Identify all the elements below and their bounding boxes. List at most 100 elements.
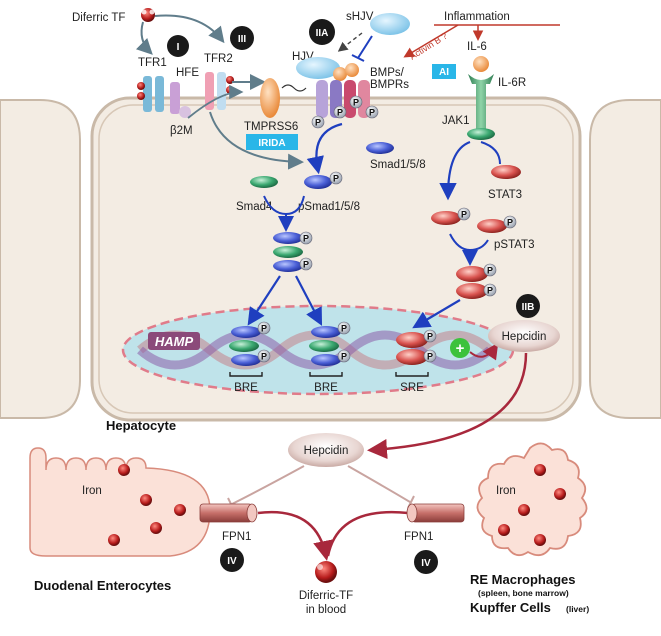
- re-macrophage: [476, 442, 588, 557]
- inhibition-fpn1-right: [347, 465, 415, 509]
- psmad158-protein: P: [304, 171, 343, 189]
- jak1-label: JAK1: [442, 115, 470, 127]
- psmad158-label: pSmad1/5/8: [298, 201, 360, 213]
- il6-label: IL-6: [467, 41, 487, 53]
- svg-text:P: P: [369, 108, 375, 118]
- hfe-label: HFE: [176, 67, 199, 79]
- tag-ai: AI: [432, 64, 456, 79]
- neighbor-cell-left: [0, 99, 81, 419]
- arrow-shjv-dashed: [337, 32, 363, 52]
- il6r-label: IL-6R: [498, 77, 526, 89]
- inhibition-fpn1-left: [227, 465, 305, 511]
- svg-text:P: P: [487, 266, 493, 276]
- svg-text:P: P: [353, 98, 359, 108]
- svg-text:I: I: [177, 42, 180, 53]
- tfr2-label: TFR2: [204, 53, 233, 65]
- iron-particles-left: [108, 464, 186, 546]
- bmpr-phospho-group: P P P P: [311, 95, 379, 129]
- hjv-complex: [296, 57, 359, 81]
- smad4-protein: [250, 176, 278, 188]
- svg-text:P: P: [337, 108, 343, 118]
- shjv-label: sHJV: [346, 11, 374, 23]
- svg-text:IRIDA: IRIDA: [258, 138, 285, 149]
- svg-text:P: P: [303, 234, 309, 244]
- stat3-protein: [491, 165, 521, 179]
- fpn1-right-label: FPN1: [404, 531, 433, 543]
- sre-label: SRE: [400, 382, 424, 394]
- tag-irida: IRIDA: [246, 134, 298, 150]
- hepcidin-cell: Hepcidin: [488, 320, 560, 352]
- arrow-activin: [403, 24, 459, 58]
- badge-i: I: [167, 35, 189, 57]
- bmps-label: BMPs/: [370, 67, 405, 79]
- b2m-label: β2M: [170, 125, 193, 137]
- svg-text:P: P: [315, 118, 321, 128]
- diferric-blood-label-1: Diferric-TF: [299, 590, 353, 602]
- sre-bracket: [395, 372, 429, 377]
- svg-text:IIB: IIB: [522, 302, 535, 313]
- arrow-macrophage-export: [326, 510, 409, 557]
- pstat3-dimer: P P: [456, 263, 497, 299]
- hepatocyte-label: Hepatocyte: [106, 418, 176, 433]
- bre2-label: BRE: [314, 382, 338, 394]
- svg-text:P: P: [507, 218, 513, 228]
- jak1-kinase: [467, 128, 495, 140]
- arrow-smad-to-bre1: [247, 275, 281, 326]
- inflammation-label: Inflammation: [444, 11, 510, 23]
- sre-stat-complex: P P: [396, 329, 437, 365]
- re-macrophage-label: RE Macrophages: [470, 572, 575, 587]
- arrow-tf-to-tfr1: [135, 21, 153, 55]
- bre1-label: BRE: [234, 382, 258, 394]
- badge-iib: IIB: [516, 294, 540, 318]
- kupffer-label: Kupffer Cells: [470, 600, 551, 615]
- stat3-label: STAT3: [488, 189, 522, 201]
- svg-text:P: P: [303, 260, 309, 270]
- fpn1-left-label: FPN1: [222, 531, 251, 543]
- svg-text:IV: IV: [227, 556, 237, 567]
- arrow-to-psmad: [209, 111, 304, 170]
- tmprss6-label: TMPRSS6: [244, 121, 298, 133]
- shjv-protein: [370, 13, 410, 35]
- il6-ligand: [473, 56, 489, 72]
- tfr1-label: TFR1: [138, 57, 167, 69]
- pstat3-label: pSTAT3: [494, 239, 534, 251]
- fpn1-right-transporter: [406, 503, 465, 523]
- arrow-tf-to-tfr2: [154, 14, 225, 44]
- bre1-smad-complex: P P: [229, 321, 271, 366]
- duodenal-enterocyte: [29, 447, 211, 557]
- diferric-tf: [141, 8, 155, 22]
- arrow-stat-to-sre: [412, 299, 461, 329]
- tfr1-receptor: [137, 76, 164, 112]
- smad158-label: Smad1/5/8: [370, 159, 426, 171]
- svg-text:P: P: [461, 210, 467, 220]
- svg-text:IIA: IIA: [316, 28, 329, 39]
- diferric-tf-blood: [315, 561, 337, 583]
- svg-text:P: P: [261, 352, 267, 362]
- il6-receptor: [468, 74, 494, 130]
- svg-text:Hepcidin: Hepcidin: [304, 445, 349, 457]
- line-jak-to-stat: [480, 141, 501, 165]
- arrow-hamp-to-hepcidin: [469, 342, 499, 361]
- bre1-bracket: [229, 372, 263, 377]
- smad4-label: Smad4: [236, 201, 273, 213]
- pstat3-protein-b: P: [477, 215, 517, 233]
- activin-label: Activin B ?: [408, 31, 449, 62]
- iron-right-label: Iron: [496, 485, 516, 497]
- badge-iv-left: IV: [220, 548, 244, 572]
- svg-text:+: +: [456, 340, 465, 357]
- iron-particles-right: [498, 464, 566, 546]
- iron-left-label: Iron: [82, 485, 102, 497]
- smad158-protein: [366, 142, 394, 154]
- badge-iia: IIA: [309, 19, 335, 45]
- svg-text:P: P: [261, 324, 267, 334]
- bmprs-label: BMPRs: [370, 79, 409, 91]
- svg-text:III: III: [238, 34, 247, 45]
- arrow-hfe-to-tfr2: [187, 84, 244, 119]
- svg-text:AI: AI: [439, 67, 449, 78]
- neighbor-cell-right: [589, 99, 661, 419]
- svg-text:IV: IV: [421, 558, 431, 569]
- arrow-smad-to-bre2: [295, 275, 323, 326]
- svg-text:P: P: [341, 352, 347, 362]
